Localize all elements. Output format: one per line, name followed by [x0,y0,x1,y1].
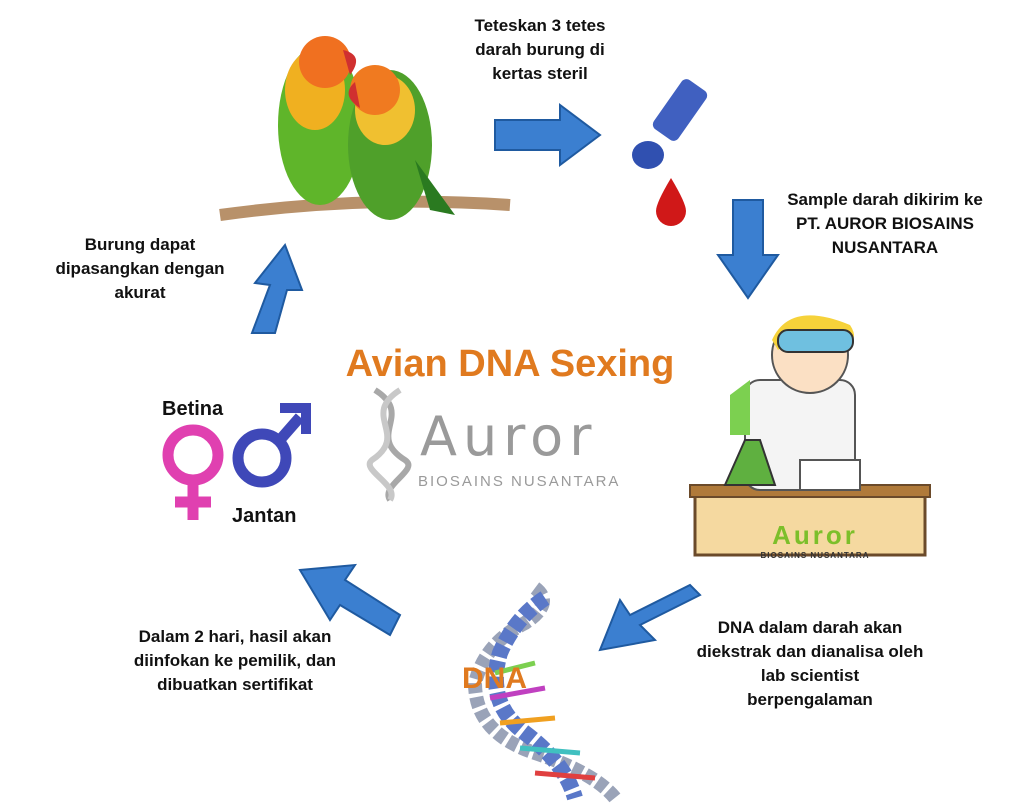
desk-logo: Auror BIOSAINS NUSANTARA [715,520,915,560]
dna-helix-illustration [467,582,621,803]
male-symbol-icon [232,403,311,488]
center-logo: Auror BIOSAINS NUSANTARA [360,385,660,505]
page-title: Avian DNA Sexing [345,343,675,385]
logo-name: Auror [420,405,598,468]
label-male: Jantan [232,505,297,527]
desk-logo-name: Auror [772,520,858,550]
blood-drop-icon [656,178,686,226]
scientist-illustration [689,315,931,557]
lovebirds-illustration [219,36,511,221]
female-symbol-icon [162,424,224,520]
arrow-down-left [598,583,702,652]
dna-logo-icon [366,387,412,502]
arrow-up [250,242,304,334]
blood-lancet-icon [632,79,708,169]
logo-tagline: BIOSAINS NUSANTARA [418,473,621,490]
arrow-right [494,103,602,167]
label-female: Betina [162,398,224,420]
arrow-down [716,199,780,300]
arrow-up-left [298,563,402,637]
desk-logo-tagline: BIOSAINS NUSANTARA [760,551,870,560]
dna-label: DNA [462,662,527,695]
